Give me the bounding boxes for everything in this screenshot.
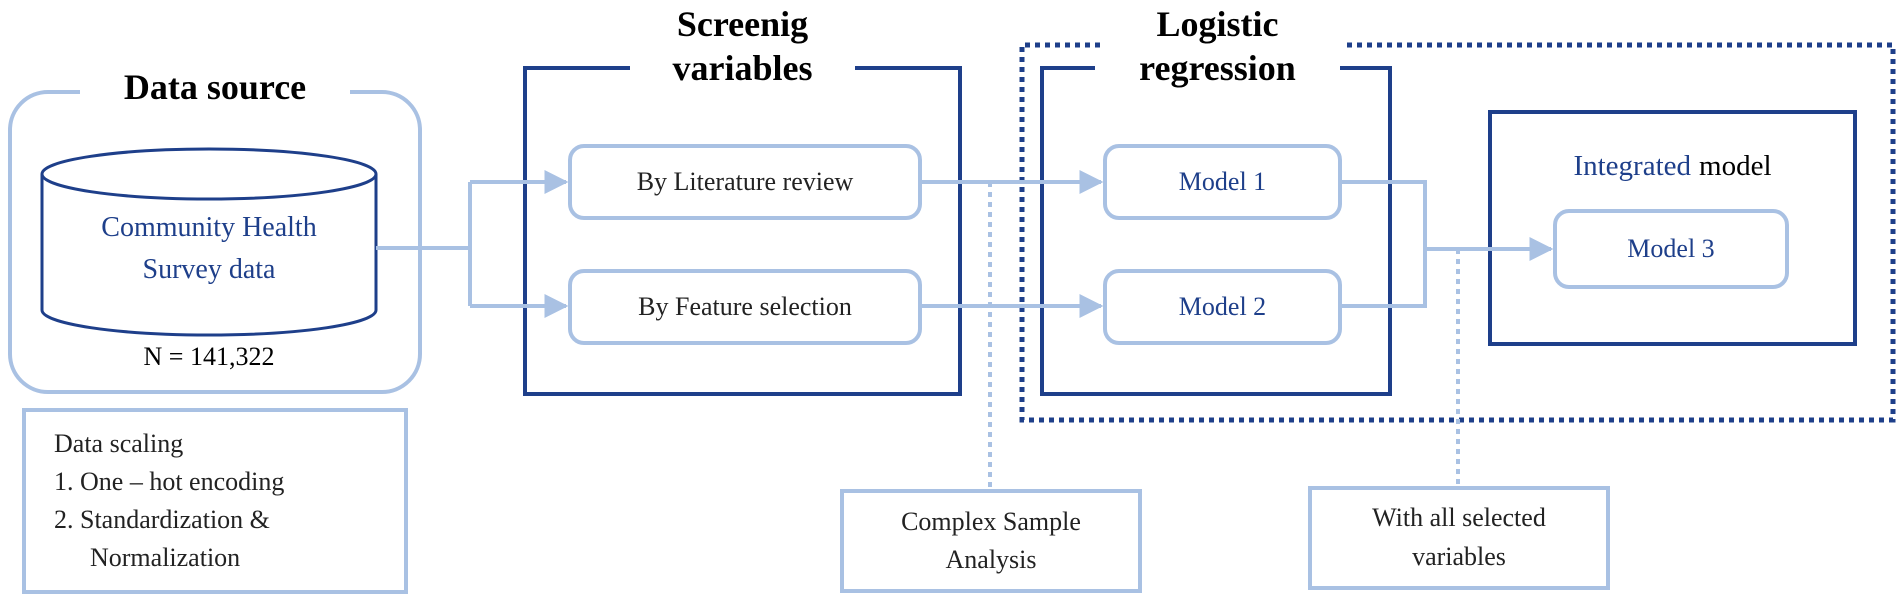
all-variables-line1: With all selected — [1372, 503, 1546, 533]
complex-sample-line1: Complex Sample — [901, 507, 1081, 537]
connector-models-merge — [1340, 180, 1551, 308]
database-label-line1: Community Health — [101, 212, 317, 244]
screening-title-line1: Screenig — [676, 4, 809, 45]
data-scaling-frame — [22, 408, 408, 594]
logistic-frame — [1040, 66, 1392, 396]
model-2-label: Model 2 — [1178, 292, 1267, 322]
database-label-line2: Survey data — [142, 254, 276, 286]
data-scaling-item-1: 1. One – hot encoding — [54, 467, 285, 496]
database-cylinder-icon — [40, 147, 378, 337]
integrated-model-frame — [1488, 110, 1857, 346]
data-scaling-item-2: 2. Standardization & — [54, 505, 270, 534]
connector-datasource-split — [376, 182, 472, 306]
connectors — [376, 170, 1551, 318]
literature-review-label: By Literature review — [636, 167, 854, 197]
model-1-label: Model 1 — [1178, 167, 1267, 197]
logistic-title-line1: Logistic — [1156, 4, 1279, 45]
dotted-leaders — [988, 182, 1460, 489]
logistic-title-line2: regression — [1139, 48, 1296, 89]
screening-title-line2: variables — [672, 48, 813, 89]
integrated-word: Integrated — [1573, 149, 1692, 182]
screening-frame — [523, 66, 962, 396]
feature-selection-label: By Feature selection — [638, 292, 852, 322]
data-source-title: Data source — [80, 62, 350, 114]
model-word: model — [1699, 149, 1772, 182]
model-3-label: Model 3 — [1627, 234, 1715, 264]
data-scaling-item-2-cont: Normalization — [90, 543, 241, 572]
integrated-model-title: Integrated model — [1490, 142, 1855, 190]
all-variables-line2: variables — [1412, 542, 1506, 572]
complex-sample-frame — [840, 489, 1142, 593]
logistic-dotted-frame — [1019, 42, 1896, 423]
all-variables-frame — [1308, 486, 1610, 590]
sample-count: N = 141,322 — [143, 342, 275, 372]
data-scaling-title: Data scaling — [54, 429, 184, 458]
complex-sample-line2: Analysis — [945, 545, 1037, 575]
